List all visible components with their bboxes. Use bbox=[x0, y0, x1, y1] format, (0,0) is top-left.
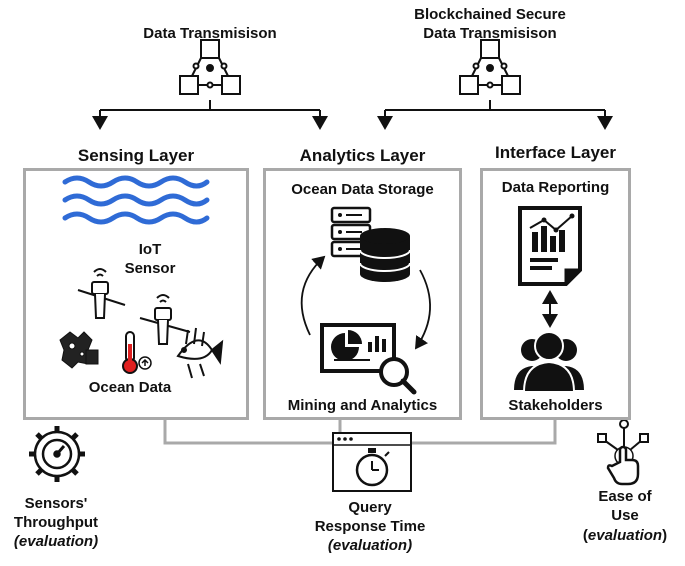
query-response-line1: Query bbox=[348, 499, 392, 516]
right-transmission-connector bbox=[377, 100, 613, 130]
ease-paren-close: ) bbox=[662, 527, 668, 544]
ease-eval-word: evaluation bbox=[587, 527, 663, 544]
thermometer-icon bbox=[122, 331, 152, 374]
stakeholders-icon bbox=[514, 331, 584, 393]
coral-icon bbox=[59, 331, 99, 369]
interface-layer-box bbox=[480, 168, 631, 420]
blockchain-icon bbox=[179, 39, 241, 95]
waves-icon bbox=[62, 175, 210, 225]
interface-layer-title: Interface Layer bbox=[495, 143, 616, 162]
data-transmission-label: Data Transmisison bbox=[143, 25, 277, 42]
ease-of-use-evaluation: (evaluation) bbox=[565, 526, 685, 545]
ocean-data-storage-label: Ocean Data Storage bbox=[291, 181, 434, 198]
iot-sensor-icon bbox=[77, 268, 126, 319]
iot-sensor-label-line1: IoT bbox=[138, 241, 162, 258]
ease-paren-open: ( bbox=[582, 527, 588, 544]
sensors-throughput-evaluation: (evaluation) bbox=[13, 533, 99, 550]
sensing-layer-box bbox=[23, 168, 249, 420]
query-response-evaluation: (evaluation) bbox=[327, 537, 413, 554]
iot-sensor-label-line2: Sensor bbox=[124, 260, 176, 277]
mining-analytics-label: Mining and Analytics bbox=[287, 397, 438, 414]
gauge-gear-icon bbox=[29, 426, 85, 482]
left-transmission-connector bbox=[92, 100, 328, 130]
fish-icon bbox=[176, 327, 224, 379]
data-reporting-label: Data Reporting bbox=[501, 179, 610, 196]
analytics-layer-title: Analytics Layer bbox=[299, 146, 426, 165]
sensors-throughput-line2: Throughput bbox=[13, 514, 99, 531]
ocean-data-label: Ocean Data bbox=[88, 379, 172, 396]
blockchain-transmission-label-line1: Blockchained Secure bbox=[414, 6, 566, 23]
query-response-line2: Response Time bbox=[314, 518, 426, 535]
blockchain-transmission-label-line2: Data Transmisison bbox=[423, 25, 557, 42]
analytics-layer-box bbox=[263, 168, 462, 420]
cycle-arrows bbox=[300, 255, 431, 350]
stopwatch-icon bbox=[332, 432, 412, 492]
analytics-monitor-icon bbox=[320, 323, 417, 395]
report-document-icon bbox=[518, 206, 582, 286]
iot-sensor-icon bbox=[139, 294, 191, 345]
sensing-layer-title: Sensing Layer bbox=[77, 146, 195, 165]
stakeholders-label: Stakeholders bbox=[508, 397, 603, 414]
database-server-icon bbox=[330, 206, 411, 282]
ease-of-use-line1: Ease of bbox=[598, 488, 652, 505]
blockchain-icon bbox=[459, 39, 521, 95]
sensors-throughput-line1: Sensors' bbox=[24, 495, 88, 512]
ease-of-use-line2: Use bbox=[611, 507, 639, 524]
touch-hand-icon bbox=[597, 419, 649, 486]
